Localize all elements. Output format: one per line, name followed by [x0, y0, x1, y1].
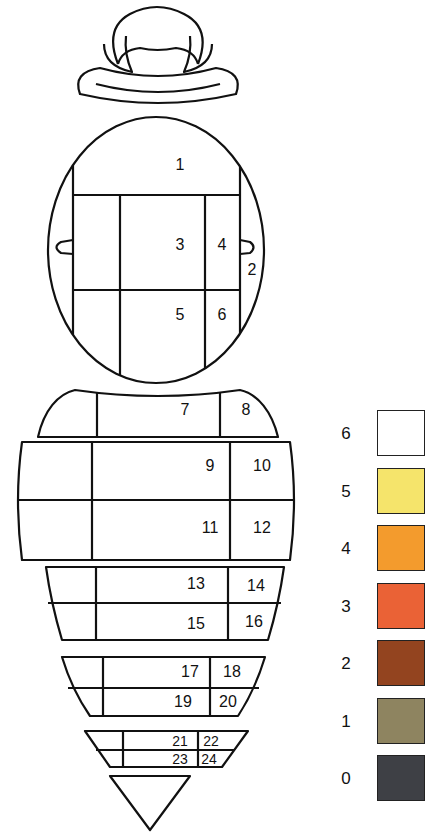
legend-swatch: [377, 468, 425, 514]
callout-number: 15: [186, 616, 206, 632]
callout-number: 6: [217, 307, 228, 323]
legend-label: 0: [341, 770, 350, 787]
legend-swatch: [377, 698, 425, 744]
callout-number: 14: [246, 578, 266, 594]
legend-swatch: [377, 755, 425, 801]
callout-number: 13: [186, 576, 206, 592]
callout-number: 20: [218, 694, 238, 710]
legend-swatch: [377, 640, 425, 686]
legend-label: 3: [341, 597, 350, 614]
callout-number: 10: [252, 458, 272, 474]
callout-number: 7: [180, 402, 191, 418]
callout-number: 11: [201, 520, 220, 536]
callout-number: 24: [200, 752, 218, 766]
callout-number: 2: [247, 262, 258, 278]
callout-number: 18: [222, 664, 242, 680]
legend-swatch: [377, 410, 425, 456]
callout-number: 4: [217, 237, 228, 253]
callout-number: 17: [180, 664, 200, 680]
legend-swatch: [377, 583, 425, 629]
legend-label: 4: [341, 540, 350, 557]
callout-number: 23: [171, 752, 189, 766]
legend-label: 5: [341, 482, 350, 499]
callout-number: 21: [171, 734, 189, 748]
callout-number: 5: [175, 307, 186, 323]
callout-number: 3: [175, 237, 186, 253]
callout-number: 9: [205, 458, 216, 474]
legend-swatch: [377, 525, 425, 571]
legend-label: 1: [341, 712, 350, 729]
callout-number: 19: [173, 694, 193, 710]
callout-number: 12: [252, 520, 272, 536]
callout-number: 22: [202, 734, 220, 748]
legend-label: 6: [341, 425, 350, 442]
legend-label: 2: [341, 655, 350, 672]
callout-number: 16: [244, 614, 264, 630]
callout-number: 1: [175, 157, 186, 173]
callout-number: 8: [241, 402, 252, 418]
